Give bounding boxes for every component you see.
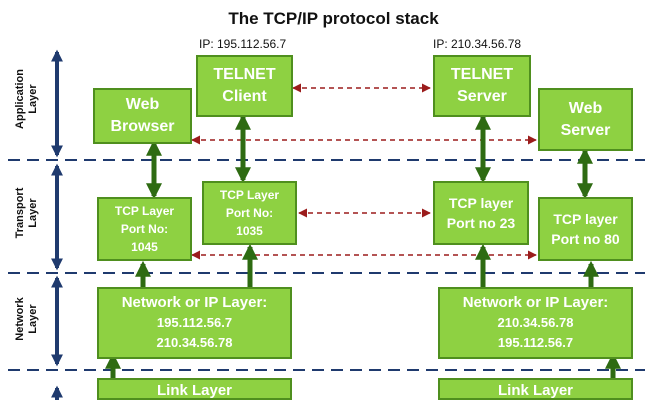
client-link-layer-box: Link Layer (97, 378, 292, 400)
application-layer-label: Application Layer (14, 69, 39, 129)
client-ip-label: IP: 195.112.56.7 (199, 37, 287, 51)
transport-layer-label: Transport Layer (14, 187, 39, 239)
server-link-layer-box: Link Layer (438, 378, 633, 400)
server-ip-label: IP: 210.34.56.78 (433, 37, 522, 51)
network-layer-label: Network Layer (14, 297, 39, 341)
diagram-title: The TCP/IP protocol stack (228, 9, 439, 28)
